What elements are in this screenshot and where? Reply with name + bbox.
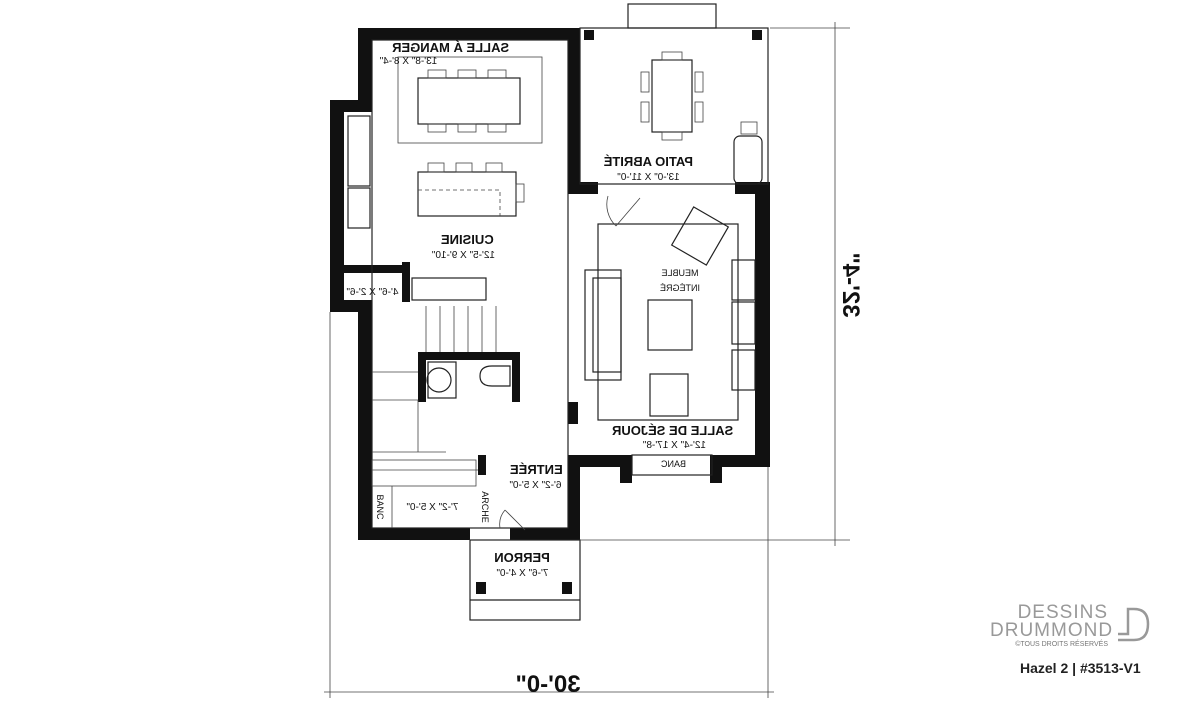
dimension-lines — [324, 22, 850, 698]
logo-line-1: DESSINS — [1017, 602, 1108, 623]
room-name-patio: PATIO ABRITÉ — [603, 154, 693, 169]
builtin-label-2: INTÉGRÉ — [660, 283, 700, 293]
room-name-kitchen: CUISINE — [441, 232, 494, 247]
dimension-width: 30'-0" — [515, 671, 580, 698]
room-name-living: SALLE DE SÉJOUR — [611, 423, 733, 438]
dimension-depth: 32'-4" — [837, 252, 864, 317]
builtin-label-1: MEUBLE — [661, 268, 698, 278]
logo-d-icon — [1118, 607, 1150, 642]
outlines — [371, 3, 769, 621]
plan-name: Hazel 2 | #3513-V1 — [1020, 660, 1141, 676]
room-size-entry: 6'-2" X 5'-0" — [509, 480, 562, 491]
bench-label-mudroom: BANC — [375, 494, 385, 520]
room-size-kitchen: 12'-5" X 9'-10" — [431, 250, 495, 261]
logo-line-2: DRUMMOND — [990, 620, 1114, 641]
walls — [330, 28, 770, 540]
room-size-dining: 13'-8" X 8'-4" — [379, 56, 437, 67]
room-size-porch: 7'-6" X 4'-0" — [496, 568, 549, 579]
room-name-dining: SALLE Á MANGER — [392, 40, 510, 55]
room-name-porch: PERRON — [494, 550, 550, 565]
room-size-living: 12'-4" X 17'-8" — [642, 440, 706, 451]
room-name-entry: ENTRÉE — [510, 462, 563, 477]
furniture — [347, 51, 763, 531]
room-size-mudroom: 7'-2" X 5'-0" — [406, 502, 459, 513]
logo-rights: ©TOUS DROITS RÉSERVÉS — [1015, 641, 1108, 648]
arch-label: ARCHE — [480, 491, 490, 523]
brand-logo: DESSINS DRUMMOND ©TOUS DROITS RÉSERVÉS H… — [990, 602, 1150, 676]
room-size-patio: 13'-0" X 11'-0" — [617, 172, 680, 183]
bench-label-living: BANC — [660, 459, 686, 469]
pantry-size: 4'-6" X 2'-6" — [346, 287, 399, 298]
